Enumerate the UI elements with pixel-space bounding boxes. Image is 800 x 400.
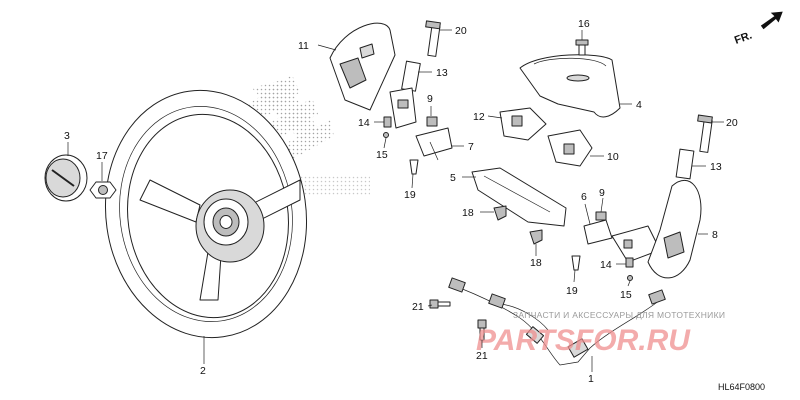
left-switch-bracket: [389, 87, 417, 129]
callout-9-left: 9: [427, 93, 433, 105]
holder-left: [499, 107, 547, 141]
left-switch-cover: [329, 22, 396, 111]
spring-left: [426, 116, 438, 127]
callout-14-right: 14: [600, 259, 612, 271]
callout-15-left: 15: [376, 149, 388, 161]
collar-upper: [401, 60, 421, 92]
spring-right: [595, 211, 607, 221]
holder-right: [547, 129, 593, 167]
watermark: ЗАПЧАСТИ И АКСЕССУАРЫ ДЛЯ МОТОТЕХНИКИ PA…: [476, 310, 725, 357]
callout-15-right: 15: [620, 289, 632, 301]
lower-cover: [471, 167, 567, 227]
callout-4: 4: [636, 99, 642, 111]
callout-18-right: 18: [530, 257, 542, 269]
callout-13-upper: 13: [436, 67, 448, 79]
direction-label: FR.: [733, 29, 754, 46]
callout-19-left: 19: [404, 189, 416, 201]
switch-lever-right: [583, 219, 613, 245]
callout-1: 1: [588, 373, 594, 385]
collar-lower: [675, 148, 695, 180]
screw-top: [575, 39, 589, 56]
right-switch-cover: [647, 179, 702, 279]
callout-17: 17: [96, 150, 108, 162]
callout-10: 10: [607, 151, 619, 163]
callout-19-right: 19: [566, 285, 578, 297]
column-cover: [519, 54, 621, 118]
callout-9-right: 9: [599, 187, 605, 199]
callout-2: 2: [200, 365, 206, 377]
callout-21-upper: 21: [412, 301, 424, 313]
callout-16: 16: [578, 18, 590, 30]
bolt-lower: [697, 114, 713, 153]
callout-11: 11: [298, 40, 309, 52]
screw-right: [625, 257, 634, 268]
switch-lever-left: [415, 127, 453, 161]
callout-7: 7: [468, 141, 474, 153]
watermark-brand: PARTSFOR.RU: [476, 324, 691, 357]
bolt-upper: [425, 20, 441, 57]
screw-left: [383, 116, 392, 128]
callout-14-left: 14: [358, 117, 370, 129]
callouts: 1 2 3 4 5 6 7 8 9 9 10 11 12: [64, 18, 738, 385]
callout-8: 8: [712, 229, 718, 241]
callout-13-lower: 13: [710, 161, 722, 173]
clip-b: [529, 229, 543, 245]
callout-18-left: 18: [462, 207, 474, 219]
washer-right: [627, 275, 633, 281]
callout-20-lower: 20: [726, 117, 738, 129]
callout-5: 5: [450, 172, 456, 184]
watermark-subtitle: ЗАПЧАСТИ И АКСЕССУАРЫ ДЛЯ МОТОТЕХНИКИ: [513, 310, 725, 320]
diagram-code: HL64F0800: [718, 382, 765, 392]
emblem-cap: [44, 154, 88, 202]
pin-right: [571, 255, 581, 271]
screw-21-upper: [429, 299, 451, 309]
callout-21-lower: 21: [476, 350, 488, 362]
callout-20-upper: 20: [455, 25, 467, 37]
hex-nut: [89, 181, 117, 199]
pin-left: [409, 159, 419, 175]
washer-left: [383, 132, 389, 138]
clip-a: [493, 205, 507, 221]
callout-12: 12: [473, 111, 485, 123]
front-direction-arrow: FR.: [733, 11, 783, 47]
callout-6: 6: [581, 191, 587, 203]
wire-harness: [448, 277, 666, 366]
callout-3: 3: [64, 130, 70, 142]
steering-wheel: [104, 89, 308, 339]
